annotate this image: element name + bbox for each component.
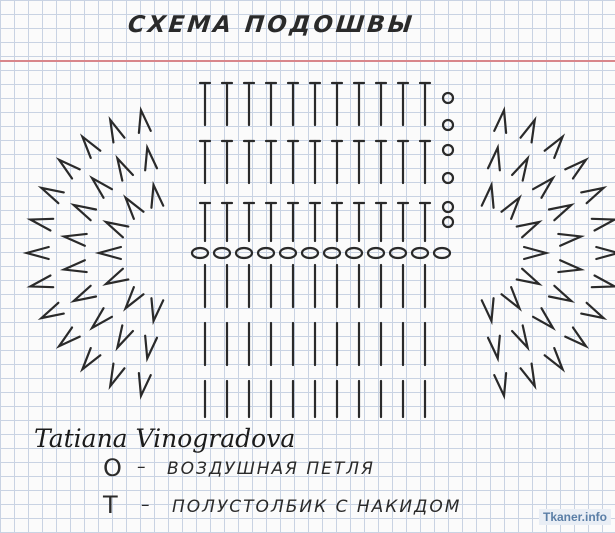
v-increase-icon — [547, 203, 576, 222]
v-increase-icon — [102, 220, 130, 239]
v-increase-icon — [557, 259, 586, 274]
v-increase-icon — [515, 220, 543, 239]
v-increase-icon — [480, 180, 495, 209]
legend-stitch-dash: – — [141, 495, 152, 515]
v-increase-icon — [69, 203, 98, 222]
v-increase-icon — [543, 346, 566, 373]
v-increase-icon — [115, 154, 135, 182]
v-increase-icon — [547, 284, 576, 303]
legend-stitch-label: ПОЛУСТОЛБИК С НАКИДОМ — [172, 497, 462, 517]
chain-stitch-icon — [441, 91, 455, 105]
v-increase-icon — [580, 186, 608, 205]
v-increase-icon — [55, 326, 81, 349]
chain-stitch-icon — [366, 246, 386, 260]
chain-stitch-icon — [300, 246, 320, 260]
v-increase-icon — [115, 324, 135, 352]
v-increase-icon — [564, 326, 590, 349]
chain-stitch-icon — [344, 246, 364, 260]
v-increase-icon — [486, 334, 501, 363]
v-increase-icon — [500, 194, 522, 220]
v-increase-icon — [37, 301, 65, 320]
v-increase-icon — [22, 245, 50, 261]
v-increase-icon — [89, 307, 114, 331]
author-signature: Tatiana Vinogradova — [34, 424, 296, 453]
legend-stitch-symbol: T — [103, 491, 118, 519]
chain-stitch-icon — [432, 246, 452, 260]
v-increase-icon — [123, 194, 145, 220]
margin-line — [0, 60, 615, 62]
legend-chain-dash: – — [137, 457, 148, 477]
v-increase-icon — [79, 346, 102, 373]
v-increase-icon — [144, 143, 159, 172]
chain-stitch-icon — [256, 246, 276, 260]
v-increase-icon — [79, 133, 102, 160]
v-increase-icon — [500, 286, 522, 312]
v-increase-icon — [493, 106, 508, 135]
v-increase-icon — [522, 245, 551, 261]
v-increase-icon — [108, 116, 126, 144]
v-increase-icon — [26, 217, 55, 232]
v-increase-icon — [59, 232, 88, 247]
v-increase-icon — [59, 259, 88, 274]
v-increase-icon — [480, 297, 495, 326]
v-increase-icon — [531, 307, 556, 331]
v-increase-icon — [69, 284, 98, 303]
chain-stitch-icon — [278, 246, 298, 260]
v-increase-icon — [102, 267, 130, 286]
chain-stitch-icon — [441, 215, 455, 229]
v-increase-icon — [595, 245, 615, 261]
chain-stitch-icon — [190, 246, 210, 260]
chain-stitch-icon — [441, 118, 455, 132]
v-increase-icon — [486, 143, 501, 172]
v-increase-icon — [123, 286, 145, 312]
v-increase-icon — [108, 362, 126, 390]
chain-stitch-icon — [441, 200, 455, 214]
v-increase-icon — [150, 297, 165, 326]
v-increase-icon — [94, 245, 123, 261]
v-increase-icon — [519, 116, 537, 144]
v-increase-icon — [543, 133, 566, 160]
v-increase-icon — [493, 371, 508, 400]
v-increase-icon — [89, 175, 114, 199]
chain-stitch-icon — [441, 171, 455, 185]
watermark-logo: Tkaner.info — [538, 509, 611, 525]
v-increase-icon — [55, 157, 81, 180]
legend-chain-symbol: O — [103, 454, 122, 482]
v-increase-icon — [531, 175, 556, 199]
legend-chain-label: ВОЗДУШНАЯ ПЕТЛЯ — [167, 459, 375, 479]
v-increase-icon — [580, 301, 608, 320]
v-increase-icon — [557, 232, 586, 247]
chain-stitch-icon — [410, 246, 430, 260]
chain-stitch-icon — [212, 246, 232, 260]
v-increase-icon — [144, 334, 159, 363]
v-increase-icon — [510, 324, 530, 352]
chain-stitch-icon — [322, 246, 342, 260]
v-increase-icon — [564, 157, 590, 180]
v-increase-icon — [37, 186, 65, 205]
v-increase-icon — [150, 180, 165, 209]
chain-stitch-icon — [388, 246, 408, 260]
v-increase-icon — [510, 154, 530, 182]
v-increase-icon — [519, 362, 537, 390]
chain-stitch-icon — [441, 143, 455, 157]
v-increase-icon — [137, 106, 152, 135]
chain-stitch-icon — [234, 246, 254, 260]
v-increase-icon — [137, 371, 152, 400]
v-increase-icon — [26, 274, 55, 289]
v-increase-icon — [515, 267, 543, 286]
